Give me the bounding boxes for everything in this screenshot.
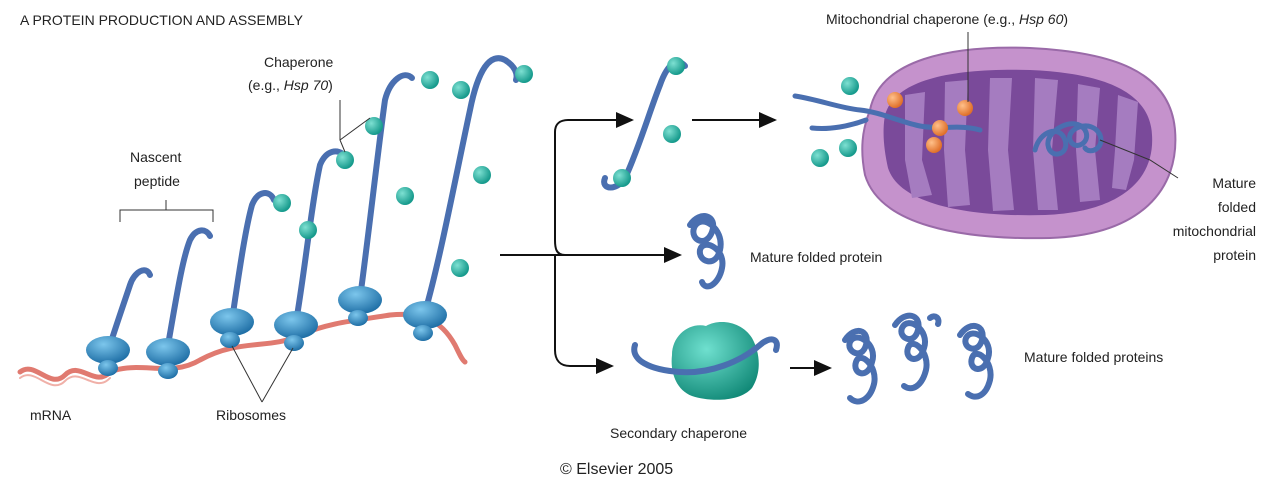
nascent-label-line1: Nascent — [130, 149, 181, 165]
mature-mito-label-line2: folded — [1218, 199, 1256, 215]
hsp70-chaperones — [273, 65, 533, 277]
secondary-chaperone — [634, 322, 777, 400]
mature-folded-proteins-label: Mature folded proteins — [1024, 349, 1163, 365]
mitochondrion — [795, 48, 1175, 239]
mature-folded-proteins-group — [845, 316, 991, 402]
nascent-peptide-chains — [110, 58, 517, 345]
copyright-text: © Elsevier 2005 — [560, 461, 673, 478]
mature-mito-label-line1: Mature — [1212, 175, 1256, 191]
arrow-to-secondary-chaperone — [555, 255, 612, 366]
arrow-to-mitochondrial-path — [555, 120, 632, 255]
ribosome — [146, 338, 190, 379]
chaperone-label-line1: Chaperone — [264, 54, 333, 70]
ribosome — [274, 311, 318, 351]
mrna-label: mRNA — [30, 407, 72, 423]
ribosomes — [86, 286, 447, 379]
pathway-arrows — [500, 120, 830, 368]
nascent-bracket — [120, 200, 213, 222]
mature-folded-protein-label: Mature folded protein — [750, 249, 882, 265]
ribosome — [210, 308, 254, 348]
ribosome — [403, 301, 447, 341]
ribosomes-leader-lines — [232, 346, 293, 402]
chaperone-label-line2: (e.g., Hsp 70) — [248, 77, 333, 93]
secondary-chaperone-label: Secondary chaperone — [610, 425, 747, 441]
ribosomes-label: Ribosomes — [216, 407, 286, 423]
mature-mito-label-line3: mitochondrial — [1173, 223, 1256, 239]
peptide-with-chaperones — [604, 57, 685, 188]
mature-folded-protein — [690, 216, 722, 286]
nascent-label-line2: peptide — [134, 173, 180, 189]
panel-title: A PROTEIN PRODUCTION AND ASSEMBLY — [20, 12, 304, 28]
mature-mito-label-line4: protein — [1213, 247, 1256, 263]
mito-chaperone-label: Mitochondrial chaperone (e.g., Hsp 60) — [826, 11, 1068, 27]
